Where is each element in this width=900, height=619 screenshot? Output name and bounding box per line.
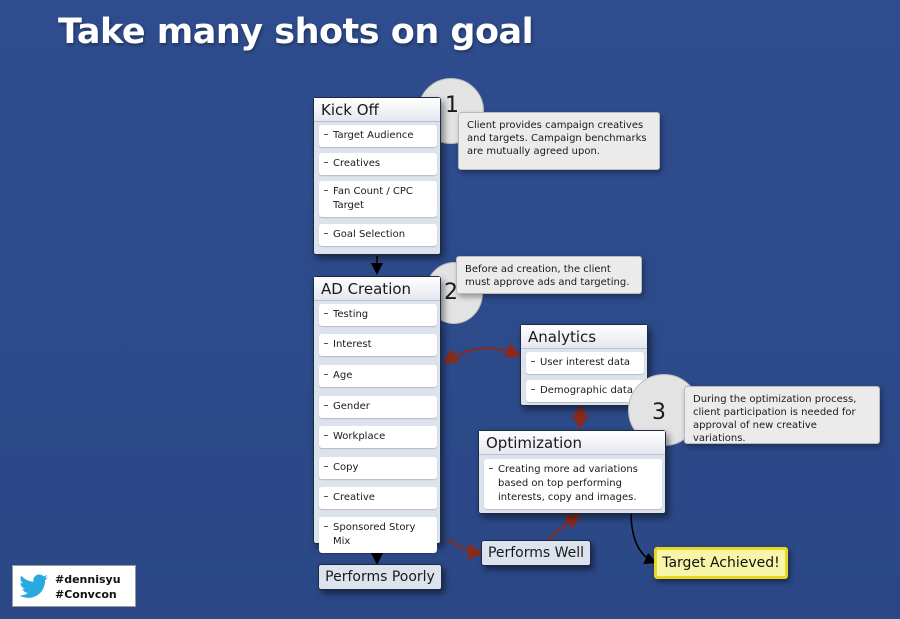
kickoff-panel: Kick Off Target Audience Creatives Fan C…	[313, 97, 441, 255]
kickoff-item: Fan Count / CPC Target	[319, 181, 437, 217]
adcreation-item: Gender	[319, 396, 437, 418]
kickoff-title: Kick Off	[314, 98, 440, 122]
step-3-number: 3	[652, 400, 666, 425]
performs-well-box: Performs Well	[481, 540, 591, 566]
adcreation-item: Workplace	[319, 426, 437, 448]
target-achieved-box: Target Achieved!	[654, 547, 788, 579]
adcreation-panel: AD Creation Testing Interest Age Gender …	[313, 276, 441, 553]
adcreation-item: Copy	[319, 457, 437, 479]
optimization-title: Optimization	[479, 431, 665, 455]
arrow-optimization-to-target	[630, 511, 657, 564]
analytics-item: Demographic data	[526, 380, 644, 402]
twitter-bird-icon	[19, 574, 48, 598]
step-3-note: During the optimization process, client …	[684, 386, 880, 444]
kickoff-item: Goal Selection	[319, 224, 437, 246]
twitter-badge: #dennisyu #Convcon	[12, 565, 136, 607]
step-1-note: Client provides campaign creatives and t…	[458, 112, 660, 170]
kickoff-item: Creatives	[319, 153, 437, 175]
slide-title: Take many shots on goal	[58, 12, 534, 52]
analytics-title: Analytics	[521, 325, 647, 349]
analytics-item: User interest data	[526, 352, 644, 374]
analytics-panel: Analytics User interest data Demographic…	[520, 324, 648, 406]
adcreation-title: AD Creation	[314, 277, 440, 301]
kickoff-item: Target Audience	[319, 125, 437, 147]
step-2-note: Before ad creation, the client must appr…	[456, 256, 642, 294]
adcreation-item: Age	[319, 365, 437, 387]
adcreation-item: Creative	[319, 487, 437, 509]
performs-poorly-box: Performs Poorly	[318, 564, 442, 590]
hashtag-2: #Convcon	[55, 588, 117, 601]
step-2-number: 2	[444, 280, 458, 305]
arrow-adcreation-to-performs-well	[445, 537, 484, 560]
optimization-panel: Optimization Creating more ad variations…	[478, 430, 666, 514]
adcreation-item: Interest	[319, 334, 437, 356]
adcreation-item: Sponsored Story Mix	[319, 517, 437, 553]
step-1-number: 1	[445, 93, 459, 118]
adcreation-item: Testing	[319, 304, 437, 326]
hashtag-1: #dennisyu	[55, 573, 121, 586]
arrow-adcreation-analytics	[442, 342, 522, 365]
arrow-performs-well-to-optimization	[547, 513, 582, 541]
optimization-item: Creating more ad variations based on top…	[484, 459, 662, 509]
